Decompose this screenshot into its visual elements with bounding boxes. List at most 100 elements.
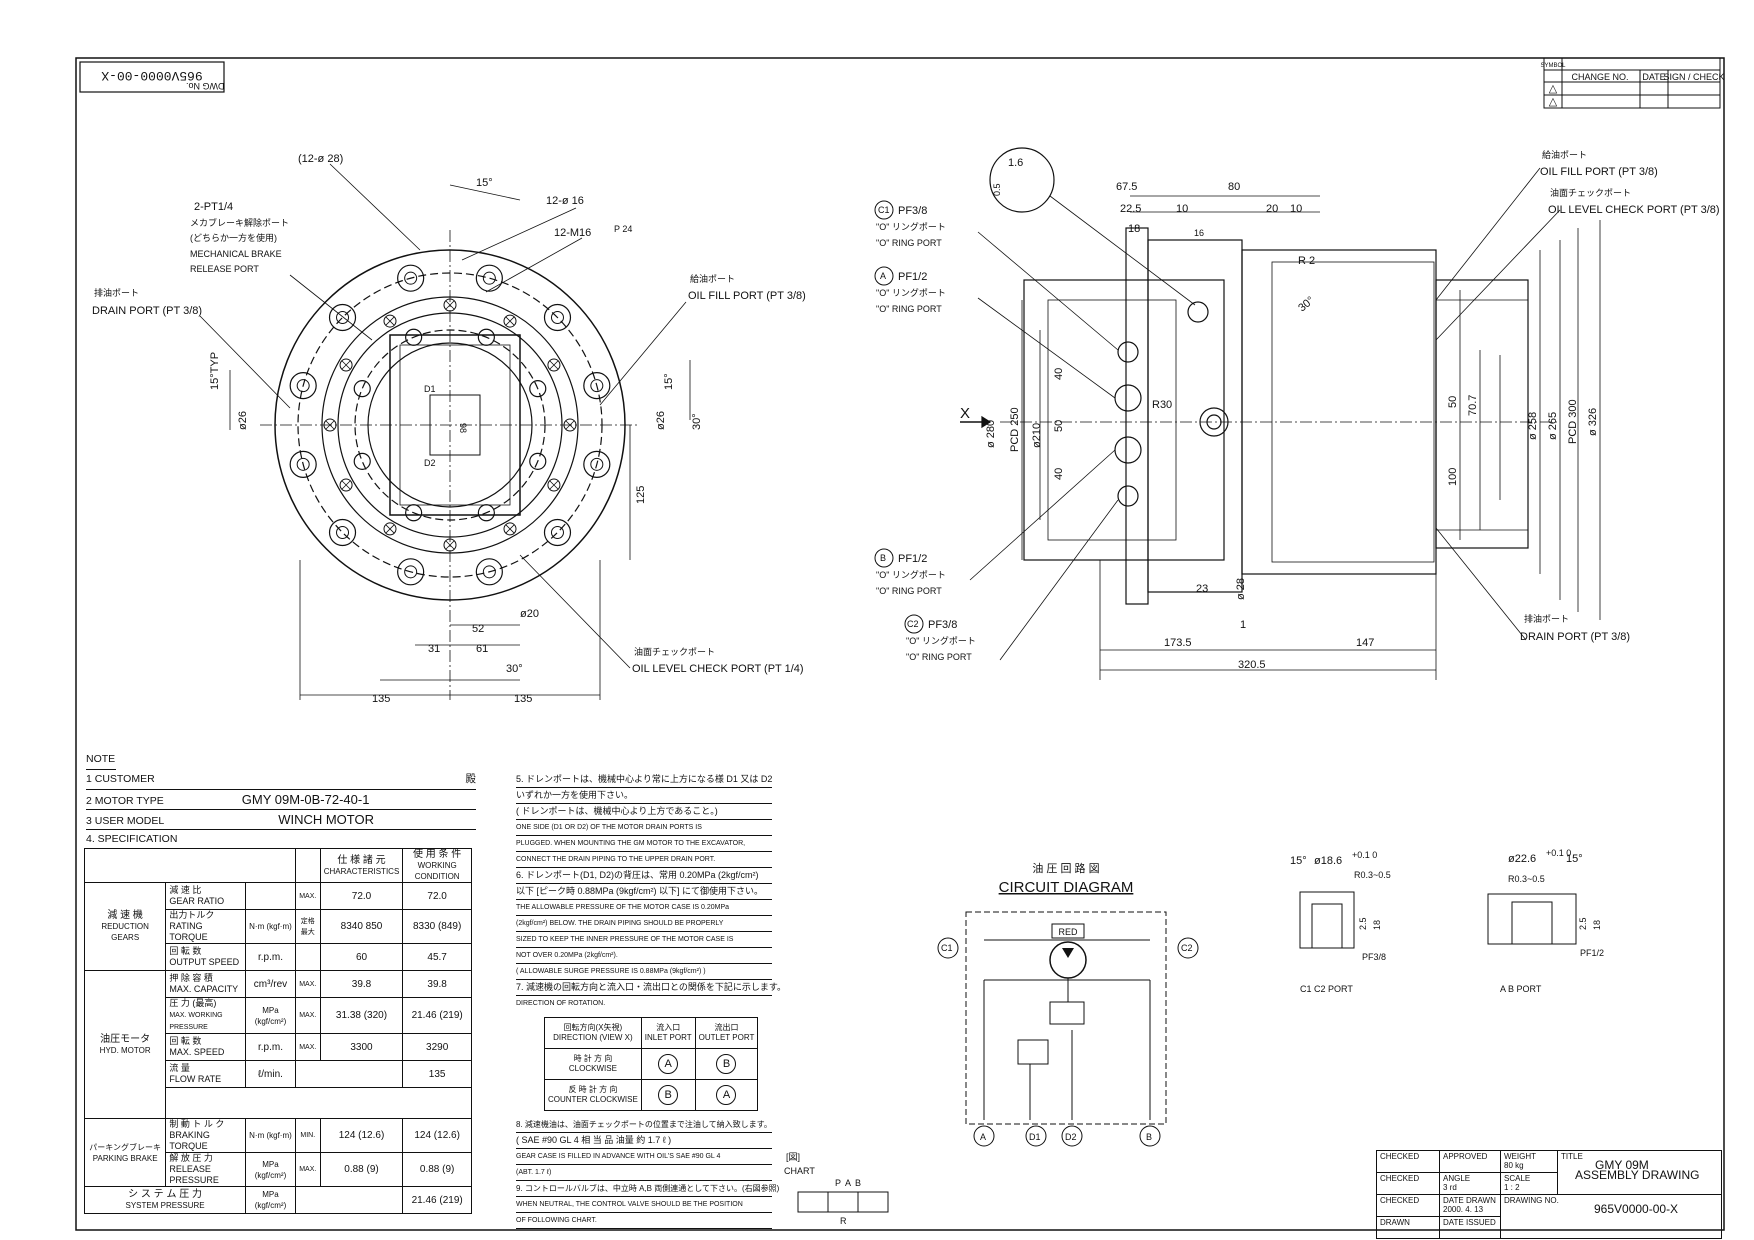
tb-date-issued-label: DATE ISSUED xyxy=(1443,1218,1496,1227)
row-item-jp: 回 転 数 xyxy=(169,946,202,956)
chart-a: A xyxy=(845,1178,851,1188)
system: SYSTEM PRESSURE xyxy=(125,1201,205,1210)
n7-jp: 7. 減速機の回転方向と流入口・流出口との関係を下記に示します。 xyxy=(516,980,786,996)
rot-head2b: INLET PORT xyxy=(644,1033,692,1042)
rev-head-change: CHANGE NO. xyxy=(1571,72,1628,82)
tapped-hole-cross xyxy=(341,360,351,370)
rot-head1: 回転方向(X矢視) xyxy=(563,1023,623,1032)
tapped-hole xyxy=(503,314,517,328)
inner-bolt-hole xyxy=(405,328,423,346)
tb-drawn-label: DRAWN xyxy=(1380,1218,1410,1227)
row-item: GEAR RATIO xyxy=(169,896,225,906)
tb-scale-label: SCALE xyxy=(1504,1174,1531,1183)
row-unit xyxy=(245,882,296,910)
dim-40a: 40 xyxy=(1053,368,1065,380)
dim-r2: R 2 xyxy=(1298,255,1315,267)
dim-r30: R30 xyxy=(1152,399,1172,411)
rot-row2-jp: 反 時 計 方 向 xyxy=(568,1085,618,1094)
dim-258: ø 258 xyxy=(1527,412,1539,440)
callout-c1: C1 xyxy=(878,205,890,215)
head-char: CHARACTERISTICS xyxy=(323,866,400,876)
row-item: MAX. CAPACITY xyxy=(169,984,239,994)
outer-bolt-hole-inner xyxy=(590,379,604,393)
tb-title-label: TITLE xyxy=(1561,1152,1583,1161)
dim-pcd250: PCD 250 xyxy=(1009,407,1021,452)
tapped-hole xyxy=(339,358,353,372)
view-x: X xyxy=(960,405,970,422)
c-d2: 18 xyxy=(1372,920,1382,930)
dim-15b: 15° xyxy=(663,373,675,390)
tapped-hole-cross xyxy=(505,316,515,326)
dim-707: 70.7 xyxy=(1467,395,1479,416)
rot-row1-jp: 時 計 方 向 xyxy=(573,1054,613,1063)
tapped-hole xyxy=(383,314,397,328)
dim-135a: 135 xyxy=(372,693,390,705)
tb-checked-label: CHECKED xyxy=(1380,1152,1420,1161)
dim-100: 100 xyxy=(1447,468,1459,486)
row-item-jp: 解 放 圧 力 xyxy=(169,1153,213,1163)
outer-bolt-hole xyxy=(543,303,572,332)
c1-code: PF3/8 xyxy=(898,205,927,217)
callout-a: A xyxy=(880,271,886,281)
side-port-a xyxy=(1114,384,1142,412)
valve-chart: [図] CHART P A B R xyxy=(784,1152,889,1226)
outer-bolt-hole xyxy=(583,372,611,400)
tapped-hole xyxy=(339,478,353,492)
outer-bolt-hole-inner xyxy=(482,271,496,285)
group-brake-jp: パーキングブレーキ xyxy=(89,1142,162,1152)
chart-label: CHART xyxy=(784,1166,815,1176)
row-item: OUTPUT SPEED xyxy=(169,957,240,967)
n7-en: DIRECTION OF ROTATION. xyxy=(516,1000,606,1007)
note-user-model-label: 3 USER MODEL xyxy=(86,815,165,827)
oilfill-en: OIL FILL PORT (PT 3/8) xyxy=(688,290,806,302)
dim-50b: 50 xyxy=(1447,396,1459,408)
n5-en2: PLUGGED. WHEN MOUNTING THE GM MOTOR TO T… xyxy=(516,836,772,852)
outer-bolt-hole xyxy=(475,558,503,586)
row-work: 0.88 (9) xyxy=(402,1152,472,1187)
tapped-hole-cross xyxy=(505,524,515,534)
side-drain-jp: 排油ポート xyxy=(1524,613,1569,624)
head-char-jp: 仕 様 諸 元 xyxy=(337,854,386,866)
tapped-hole xyxy=(323,418,337,432)
n5-jp3: ( ドレンポートは、機械中心より上方であること。) xyxy=(516,804,772,820)
ab-tol: +0.1 0 xyxy=(1546,848,1571,858)
tb-checked-label-3: CHECKED xyxy=(1380,1196,1420,1205)
n6-en1: THE ALLOWABLE PRESSURE OF THE MOTOR CASE… xyxy=(516,900,772,916)
dim-26b: ø26 xyxy=(655,411,667,430)
side-port-c1 xyxy=(1117,341,1139,363)
row-char: 31.38 (320) xyxy=(319,997,404,1034)
system-work: 21.46 (219) xyxy=(402,1186,472,1214)
dim-50: 50 xyxy=(1053,420,1065,432)
inner-bolt-hole xyxy=(477,504,495,522)
row-item: RATING TORQUE xyxy=(169,921,208,942)
row-item-jp: 押 除 容 積 xyxy=(169,973,213,983)
row-tag: MIN. xyxy=(294,1118,321,1153)
dim-98: 98 xyxy=(458,423,468,433)
tapped-hole-cross xyxy=(445,540,455,550)
tb-date-drawn-label: DATE DRAWN xyxy=(1443,1196,1496,1205)
callout-b: B xyxy=(880,553,886,563)
row-item-jp: 制 動 ト ル ク xyxy=(169,1119,225,1129)
port-detail-c: 15° ø18.6 +0.1 0 R0.3~0.5 2.5 18 PF3/8 C… xyxy=(1290,850,1391,994)
group-reduction-jp: 減 速 機 xyxy=(107,910,143,921)
brake-port-jp1: メカブレーキ解除ポート xyxy=(190,217,289,228)
inner-bolt-hole xyxy=(353,452,371,470)
oilfill-jp: 給油ポート xyxy=(690,273,735,284)
row-char: 124 (12.6) xyxy=(319,1118,404,1153)
dim-15typ: 15°TYP xyxy=(209,352,221,390)
a-code: PF1/2 xyxy=(898,271,927,283)
side-oilfill-en: OIL FILL PORT (PT 3/8) xyxy=(1540,166,1658,178)
tb-weight-label: WEIGHT xyxy=(1504,1152,1536,1161)
tb-checked-label-2: CHECKED xyxy=(1380,1174,1420,1183)
row-tag: MAX. xyxy=(294,970,321,998)
tb-weight-value: 80 kg xyxy=(1504,1161,1524,1170)
row-unit: MPa (kgf/cm²) xyxy=(245,1152,296,1187)
tapped-hole xyxy=(547,358,561,372)
drawing-number-rotated: 965V0000-00-X xyxy=(101,68,203,83)
tapped-hole-cross xyxy=(341,480,351,490)
